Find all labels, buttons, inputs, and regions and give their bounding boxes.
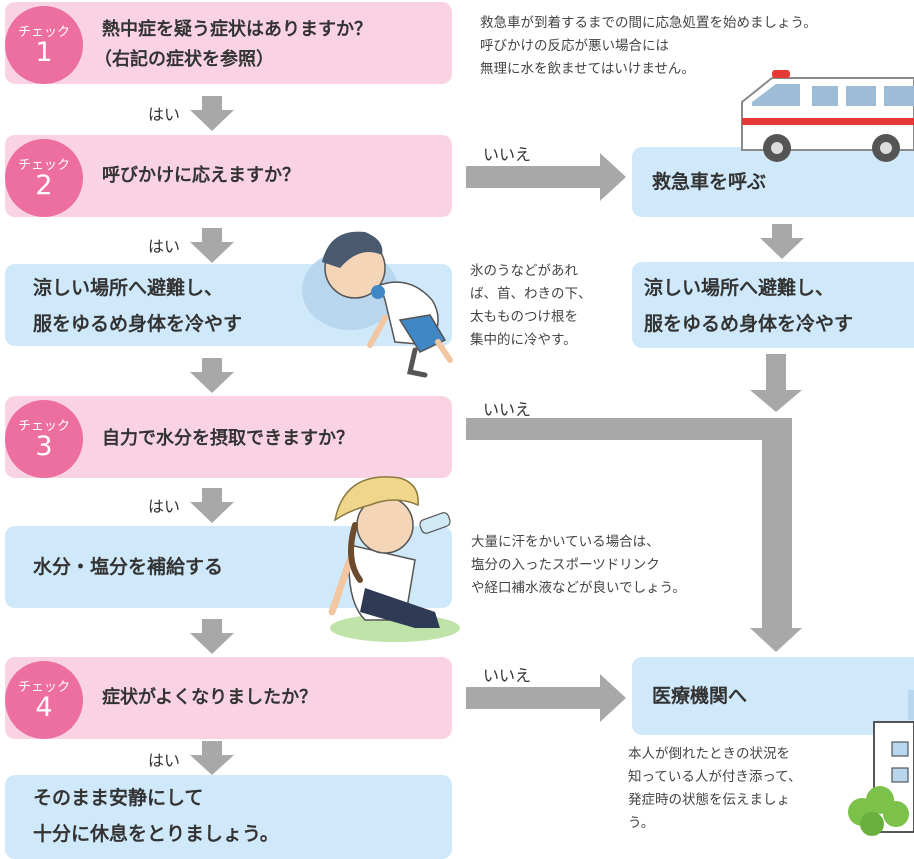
check2-question: 呼びかけに応えますか？ — [102, 165, 300, 186]
medical-note-line: 本人が倒れたときの状況を — [628, 746, 790, 762]
ambulance-illustration — [741, 70, 914, 162]
ambulance-note-line: 救急車が到着するまでの間に応急処置を始めましょう。 — [480, 15, 817, 31]
down-arrow-3 — [190, 358, 234, 393]
ambulance-note-line: 無理に水を飲ませてはいけません。 — [480, 61, 695, 77]
drinking-girl-illustration — [328, 476, 460, 642]
check3-badge-label: チェック — [17, 419, 70, 434]
ice-note-line: 氷のうなどがあれ — [470, 263, 578, 279]
check1-badge-number: 1 — [35, 37, 53, 68]
ambulance-note-line: 呼びかけの反応が悪い場合には — [480, 38, 669, 54]
ice-note: 氷のうなどがあれ ば、首、わきの下、 太もものつけ根を 集中的に冷やす。 — [470, 260, 592, 352]
sweat-note-line: や経口補水液などが良いでしょう。 — [471, 580, 686, 596]
down-arrow-2 — [190, 228, 234, 263]
cool-line2: 服をゆるめ身体を冷やす — [33, 313, 243, 335]
cool-line1: 涼しい場所へ避難し、 — [33, 277, 224, 299]
lying-boy-illustration — [302, 231, 453, 378]
no-label-1: いいえ — [483, 145, 532, 164]
right-arrow-check4 — [466, 674, 626, 722]
check4-badge-label: チェック — [17, 680, 70, 695]
check1-question: 熱中症を疑う症状はありますか？ — [102, 19, 372, 40]
yes-label-4: はい — [148, 751, 181, 770]
down-arrow-4 — [190, 488, 234, 523]
rest-line2: 十分に休息をとりましょう。 — [33, 823, 279, 845]
down-arrow-right-2 — [750, 354, 802, 412]
down-arrow-1 — [190, 96, 234, 131]
check1-note: （右記の症状を参照） — [94, 49, 274, 70]
no-connector-check3 — [466, 418, 802, 652]
check1-badge: チェック 1 — [5, 6, 83, 84]
yes-label-1: はい — [148, 105, 181, 124]
check4-badge-number: 4 — [35, 692, 53, 723]
down-arrow-6 — [190, 741, 234, 775]
medical-note: 本人が倒れたときの状況を 知っている人が付き添って、 発症時の状態を伝えましょ … — [628, 743, 801, 835]
check4-question: 症状がよくなりましたか？ — [102, 687, 318, 708]
rest-line1: そのまま安静にして — [33, 787, 204, 809]
hydrate-line1: 水分・塩分を補給する — [33, 556, 224, 578]
ice-note-line: 集中的に冷やす。 — [470, 332, 577, 348]
ambulance-note: 救急車が到着するまでの間に応急処置を始めましょう。 呼びかけの反応が悪い場合には… — [480, 12, 817, 81]
ice-note-line: ば、首、わきの下、 — [470, 286, 592, 302]
rest-box — [5, 775, 452, 859]
sweat-note-line: 大量に汗をかいている場合は、 — [471, 534, 660, 550]
cool-right-line2: 服をゆるめ身体を冷やす — [644, 313, 854, 335]
medical-note-line: う。 — [628, 815, 655, 831]
medical-box — [632, 657, 914, 735]
down-arrow-5 — [190, 619, 234, 654]
sweat-note: 大量に汗をかいている場合は、 塩分の入ったスポーツドリンク や経口補水液などが良… — [471, 531, 686, 600]
check3-badge: チェック 3 — [5, 400, 83, 478]
medical-text: 医療機関へ — [652, 685, 748, 707]
cool-right-line1: 涼しい場所へ避難し、 — [644, 277, 835, 299]
check2-badge-label: チェック — [17, 158, 70, 173]
check2-badge-number: 2 — [35, 170, 53, 201]
hospital-illustration — [848, 690, 914, 836]
ice-note-line: 太もものつけ根を — [470, 309, 578, 325]
check2-badge: チェック 2 — [5, 139, 83, 217]
down-arrow-right-1 — [760, 224, 804, 259]
right-arrow-check2 — [466, 153, 626, 201]
medical-note-line: 知っている人が付き添って、 — [628, 769, 802, 785]
check3-question: 自力で水分を摂取できますか？ — [102, 428, 354, 449]
medical-note-line: 発症時の状態を伝えましょ — [628, 792, 790, 808]
ambulance-text: 救急車を呼ぶ — [652, 171, 767, 193]
yes-label-2: はい — [148, 237, 181, 256]
yes-label-3: はい — [148, 497, 181, 516]
no-label-3: いいえ — [483, 666, 532, 685]
check3-badge-number: 3 — [35, 431, 53, 462]
check4-badge: チェック 4 — [5, 661, 83, 739]
cool-right-box — [632, 262, 914, 348]
check1-badge-label: チェック — [17, 25, 70, 40]
no-label-2: いいえ — [483, 400, 532, 419]
sweat-note-line: 塩分の入ったスポーツドリンク — [471, 557, 660, 573]
